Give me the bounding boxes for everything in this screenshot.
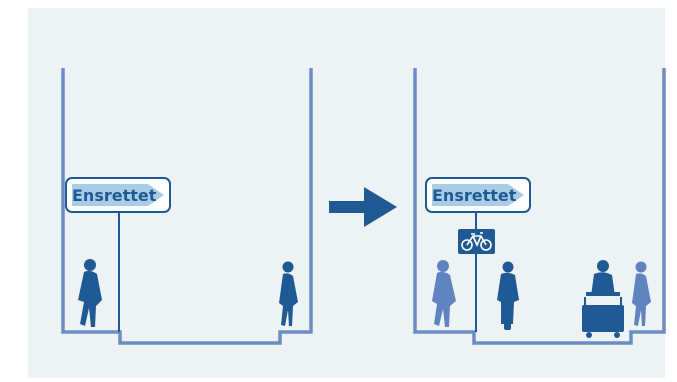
street-before: [61, 68, 313, 345]
cyclist-icon: [497, 261, 519, 330]
pedestrian-faded-icon-2: [632, 261, 651, 326]
pedestrian-faded-icon-1: [432, 260, 456, 327]
right-arrow-icon: [329, 187, 397, 227]
bicycle-sign-icon: [458, 229, 495, 254]
cargo-bike-icon: [582, 260, 624, 338]
pedestrian-icon-before-1: [78, 259, 102, 327]
pedestrian-icon-before-2: [279, 261, 298, 326]
street-after: [413, 68, 666, 345]
sign-text-before: Ensrettet: [72, 186, 157, 205]
sign-text-after: Ensrettet: [432, 186, 517, 205]
oneway-sign-before: Ensrettet: [65, 177, 171, 213]
oneway-sign-after: Ensrettet: [425, 177, 531, 213]
